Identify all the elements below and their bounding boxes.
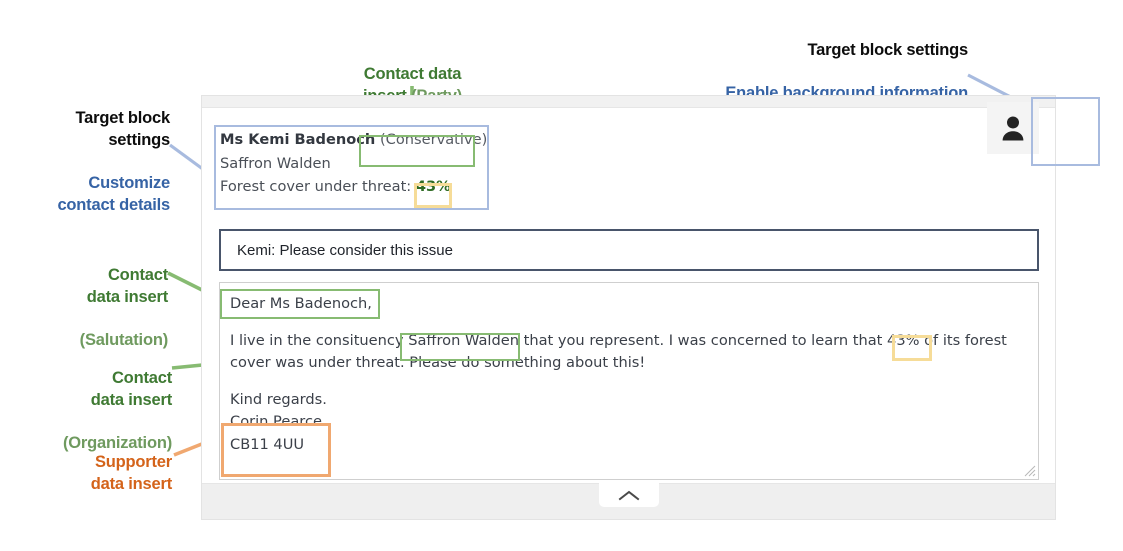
card-footer <box>202 483 1055 519</box>
annotation-title-target-block-settings-2: Target block settings <box>807 40 968 59</box>
contact-organization: Saffron Walden <box>220 154 331 172</box>
annotation-supporter-data-insert: Supporter data insert <box>90 453 172 493</box>
subject-input[interactable]: Kemi: Please consider this issue <box>219 229 1039 271</box>
subject-value: Kemi: Please consider this issue <box>237 241 453 259</box>
letter-signoff: Kind regards. <box>230 390 327 408</box>
annotation-contact-data-organization: Contact data insert (Organization) <box>0 346 172 477</box>
letter-paragraph: I live in the consituency Saffron Walden… <box>230 330 1024 375</box>
email-composer-card: Ms Kemi Badenoch (Conservative) Saffron … <box>201 95 1056 520</box>
annotation-contact-data-salutation-soft: (Salutation) <box>79 331 169 350</box>
contact-stat-label: Forest cover under threat: <box>220 178 412 196</box>
contact-stat-value: 43% <box>415 178 451 196</box>
letter-percent-insert: 43% <box>887 331 920 349</box>
letter-text-mid: that you represent. I was concerned to l… <box>518 331 888 349</box>
resize-handle-icon[interactable] <box>1024 465 1036 477</box>
letter-text-pre-org: I live in the consituency <box>230 331 409 349</box>
letter-organization-insert: Saffron Walden <box>408 331 519 349</box>
contact-name: Ms Kemi Badenoch <box>220 131 376 148</box>
letter-text-post: of its forest cover was under threat. Pl… <box>230 331 1007 372</box>
letter-supporter-name: Corin Pearce <box>230 413 322 431</box>
annotation-customize-contact-details: Target block settings Customize contact … <box>0 86 170 238</box>
annotation-contact-data-organization-bold: Contact data insert <box>90 368 172 409</box>
letter-body-textarea[interactable]: Dear Ms Badenoch, I live in the consitue… <box>219 282 1039 480</box>
contact-details-block: Ms Kemi Badenoch (Conservative) Saffron … <box>220 128 487 199</box>
contact-name-line: Ms Kemi Badenoch (Conservative) <box>220 128 487 152</box>
letter-supporter-postcode: CB11 4UU <box>230 436 305 454</box>
card-top-bar <box>202 96 1055 108</box>
collapse-button[interactable] <box>598 483 659 507</box>
annotation-contact-data-organization-soft: (Organization) <box>62 434 172 453</box>
annotation-contact-data-salutation: Contact data insert (Salutation) <box>0 243 169 374</box>
background-information-tab[interactable] <box>987 102 1039 154</box>
contact-stat-line: Forest cover under threat: 43% <box>220 175 487 199</box>
annotation-subtitle-customize-contact-details: Customize contact details <box>57 174 170 214</box>
contact-party: (Conservative) <box>379 131 488 148</box>
chevron-up-icon <box>618 490 639 500</box>
letter-salutation: Dear Ms Badenoch, <box>230 295 372 312</box>
annotation-contact-data-salutation-bold: Contact data insert <box>86 265 168 306</box>
annotation-title-target-block-settings: Target block settings <box>75 108 171 149</box>
person-icon <box>1002 116 1024 141</box>
